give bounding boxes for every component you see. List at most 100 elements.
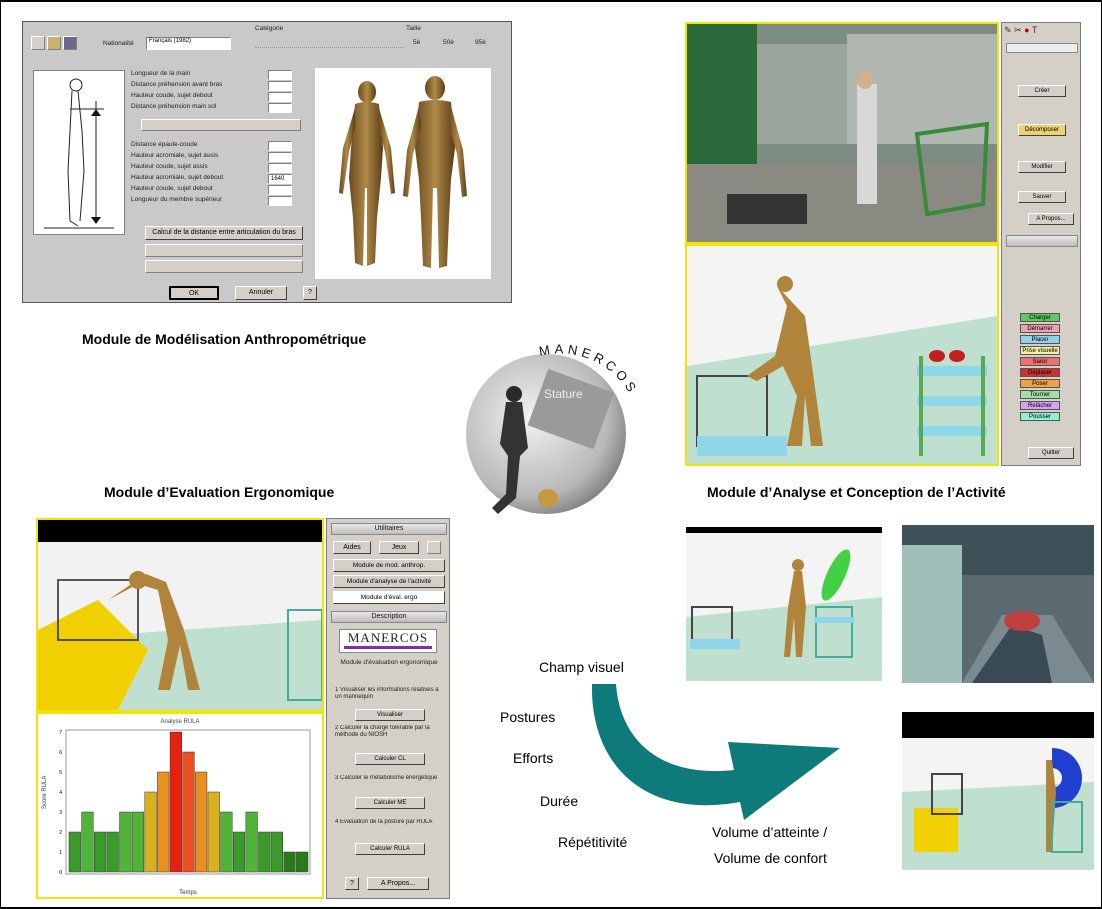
param-value[interactable] [268,196,292,206]
ergo-side-panel: Utilitaires Aides Jeux Module de mod. an… [326,518,450,899]
param-value[interactable] [268,103,292,113]
save-button[interactable]: Sauver [1018,191,1066,203]
save-icon[interactable] [63,36,77,50]
activity-item[interactable]: Relâcher [1020,401,1060,410]
decompose-button[interactable]: Décomposer [1018,124,1066,136]
param-value[interactable] [268,163,292,173]
y-tick-label: 3 [59,810,62,816]
activity-module-button[interactable]: Module d'analyse de l'activité [333,575,445,588]
chart-ylabel: Score RULA [42,776,48,809]
size-option-5[interactable]: 5è [413,39,421,46]
param-list: Longueur de la main Distance préhension … [131,70,311,290]
chart-title: Analyse RULA [160,719,199,725]
step-text: 1 Visualiser les informations relatives … [335,687,439,700]
calc-me-button[interactable]: Calculer ME [355,797,425,809]
activity-3d-frame [685,244,999,466]
activity-item[interactable]: Saisir [1020,357,1060,366]
param-label: Distance préhension avant bras [131,81,223,88]
factory-video-image [687,24,997,242]
rula-bar [81,811,94,873]
visualize-button[interactable]: Visualiser [355,709,425,721]
activity-item[interactable]: Charger [1020,313,1060,322]
cancel-button[interactable]: Annuler [235,286,287,300]
size-label: Taille [406,25,421,32]
calendar-icon[interactable] [427,541,441,554]
category-label: Catégorie [255,25,284,32]
param-label: Distance préhension main sol [131,103,217,110]
activity-simulation-image [687,276,997,464]
rula-bar [182,751,195,873]
rula-bar [207,791,220,873]
param-value[interactable] [268,81,292,91]
param-label: Hauteur coude, sujet debout [131,185,213,192]
manercos-logo-image: Stature MANERCOS [466,341,637,514]
cut-icon[interactable]: ✂ [1014,25,1022,35]
param-value[interactable] [268,92,292,102]
rula-bar [283,851,296,873]
activity-item[interactable]: Déplacer [1020,368,1060,377]
ergo-simulation-image [38,520,322,710]
create-button[interactable]: Créer [1018,85,1066,97]
param-value[interactable] [268,70,292,80]
y-tick-label: 6 [59,750,62,756]
calc-cl-button[interactable]: Calculer CL [355,753,425,765]
y-tick-label: 0 [59,870,62,876]
open-icon[interactable] [47,36,61,50]
calc-rula-button[interactable]: Calculer RULA [355,843,425,855]
activity-item[interactable]: Prise visuelle [1020,346,1060,355]
activity-item[interactable]: Pousser [1020,412,1060,421]
size-option-50[interactable]: 50è [443,39,454,46]
activity-item[interactable]: Démarrer [1020,324,1060,333]
criterion-efforts: Efforts [513,750,554,766]
ergo-help-button[interactable]: ? [345,877,359,890]
param-label: Longueur du membre supérieur [131,196,223,203]
disabled-button [145,260,303,273]
ok-button[interactable]: OK [169,286,219,300]
rula-bar [144,791,157,873]
activity-item[interactable]: Tourner [1020,390,1060,399]
pen-icon[interactable]: ✎ [1004,25,1012,35]
record-icon[interactable]: ● [1024,25,1030,35]
rula-bar [157,771,170,873]
param-value[interactable] [268,141,292,151]
text-icon[interactable]: T [1031,25,1038,35]
activity-item[interactable]: Poser [1020,379,1060,388]
anthro-module-button[interactable]: Module de mod. anthrop. [333,559,445,572]
size-option-95[interactable]: 95è [475,39,486,46]
quit-button[interactable]: Quitter [1028,447,1074,459]
y-tick-label: 4 [59,790,62,796]
about-button[interactable]: A Propos... [1028,213,1074,225]
criterion-duration: Durée [540,793,579,809]
param-label: Hauteur coude, sujet assis [131,163,208,170]
nationality-field[interactable]: Français (1982) [146,37,231,50]
rula-bar [220,811,233,873]
new-icon[interactable] [31,36,45,50]
activity-header-field [1006,43,1078,53]
ergo-module-button[interactable]: Module d'éval. ergo [333,591,445,604]
help-button[interactable]: ? [303,286,317,300]
calc-arm-distance-button[interactable]: Calcul de la distance entre articulation… [145,226,303,240]
param-value[interactable]: 1640 [268,174,292,184]
games-button[interactable]: Jeux [379,541,419,554]
visual-field-image [686,527,882,681]
criterion-postures: Postures [500,709,556,725]
modify-button[interactable]: Modifier [1018,161,1066,173]
step-text: 3 Calculer le métabolisme énergétique [335,775,438,781]
activity-list: Charger Démarrer Placer Prise visuelle S… [1006,313,1078,463]
category-radios[interactable] [255,38,405,48]
activity-caption: Module d’Analyse et Conception de l’Acti… [707,484,1006,500]
ergo-about-button[interactable]: A Propos... [367,877,429,890]
thumb-reach-volume [902,712,1094,870]
chart-xlabel: Temps [179,890,197,896]
activity-item[interactable]: Placer [1020,335,1060,344]
rula-bar [245,811,258,873]
help-button[interactable]: Aides [333,541,371,554]
param-value[interactable] [268,152,292,162]
step-text: 4 Evaluation de la posture par RULA [335,819,433,825]
rula-bar [270,831,283,873]
param-value[interactable] [268,185,292,195]
y-tick-label: 7 [59,730,62,736]
rula-bar [119,811,132,873]
param-label: Hauteur acromiale, sujet debout [131,174,224,181]
curved-arrow-icon [591,684,840,820]
